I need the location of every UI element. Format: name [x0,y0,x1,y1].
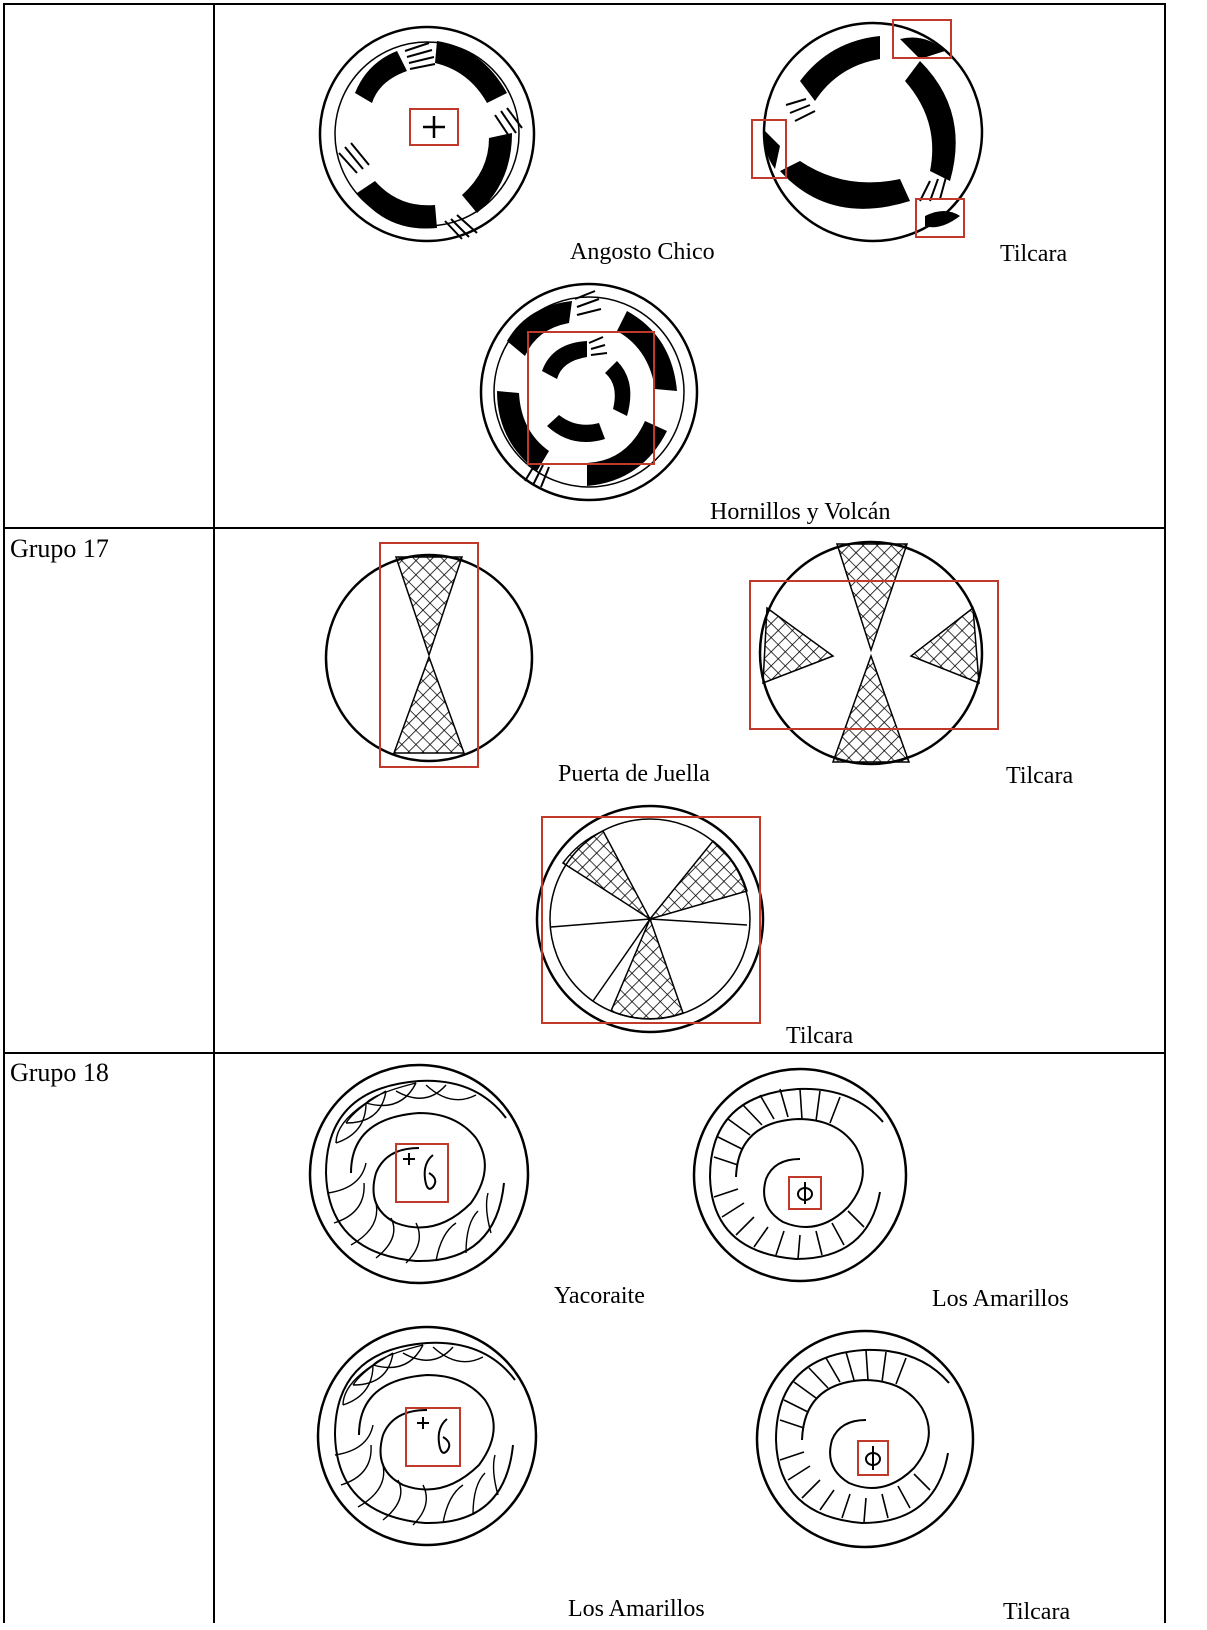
column-divider [213,3,215,1623]
caption-hornillos-y-volcan: Hornillos y Volcán [710,498,890,526]
table-border-left [3,3,5,1623]
row-divider-1 [3,527,1166,529]
group-label-18: Grupo 18 [10,1058,109,1088]
yacoraite-highlight [395,1143,449,1203]
tilcara-highlight-top [892,19,952,59]
caption-los-amarillos-1: Los Amarillos [932,1285,1069,1313]
puerta-highlight [379,542,479,768]
row-divider-2 [3,1052,1166,1054]
ribbed-spiral-figure-1 [688,1067,912,1283]
hornillos-highlight-center [527,331,655,465]
caption-tilcara-4: Tilcara [1003,1598,1070,1626]
caption-los-amarillos-2: Los Amarillos [568,1595,705,1623]
tilcara-2-highlight [749,580,999,730]
caption-yacoraite: Yacoraite [554,1282,645,1310]
tilcara-4-highlight [857,1440,889,1476]
tilcara-3-highlight [541,816,761,1024]
los-amarillos-2-highlight [405,1407,461,1467]
table-border-right [1164,3,1166,1623]
ribbed-spiral-figure-2 [754,1328,976,1550]
caption-puerta-de-juella: Puerta de Juella [558,760,710,788]
los-amarillos-1-highlight [788,1176,822,1210]
tilcara-highlight-left [751,119,787,179]
caption-tilcara-1: Tilcara [1000,240,1067,268]
tilcara-highlight-bottom [915,198,965,238]
caption-tilcara-2: Tilcara [1006,762,1073,790]
group-label-17: Grupo 17 [10,534,109,564]
caption-angosto-chico: Angosto Chico [570,238,715,266]
caption-tilcara-3: Tilcara [786,1022,853,1050]
center-cross-highlight [409,108,459,146]
table-border-top [3,3,1166,5]
